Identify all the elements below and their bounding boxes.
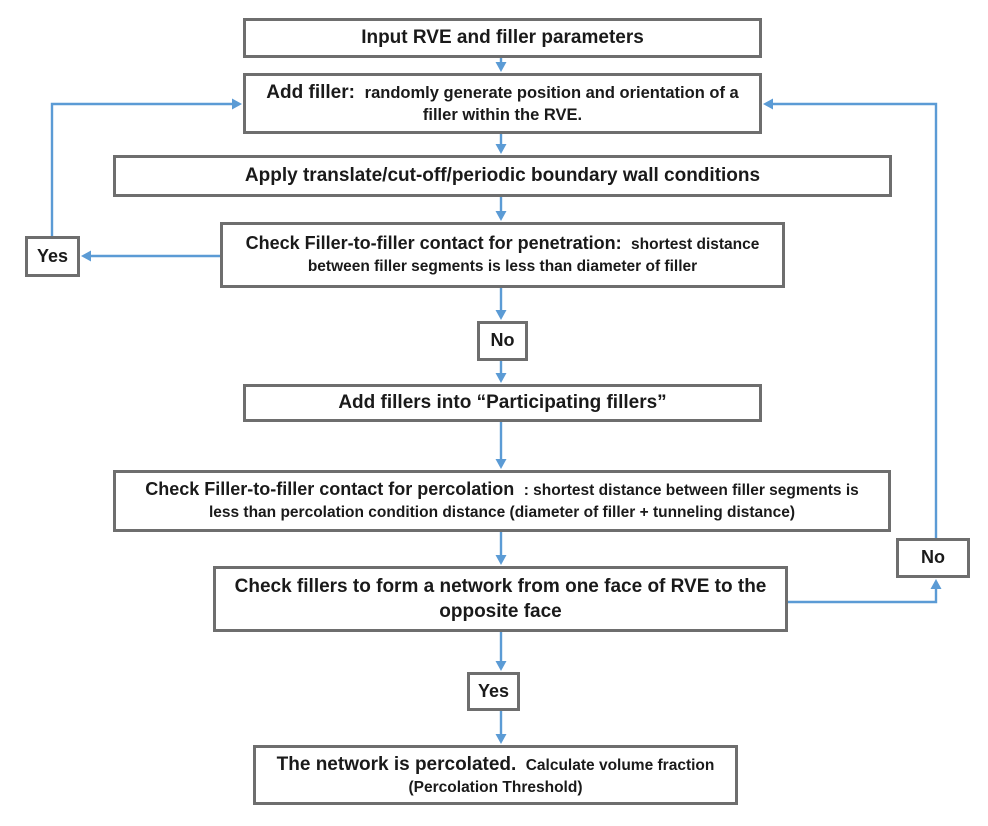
node-percolation-check-label: Check Filler-to-filler contact for perco… xyxy=(128,478,876,523)
node-add-filler-label-bold: Add filler: xyxy=(266,82,355,104)
arrow-percolation-to-network xyxy=(495,532,507,565)
arrow-participating-to-percolation xyxy=(495,422,507,469)
node-network-check: Check fillers to form a network from one… xyxy=(213,566,788,632)
node-penetration-check-label: Check Filler-to-filler contact for penet… xyxy=(235,232,770,277)
node-penetration-check: Check Filler-to-filler contact for penet… xyxy=(220,222,785,288)
node-network-check-label: Check fillers to form a network from one… xyxy=(234,575,767,622)
node-penetration-check-label-rest: shortest distance between filler segment… xyxy=(307,236,760,276)
arrow-addfiller-to-boundary xyxy=(495,134,507,154)
node-yes-left: Yes xyxy=(25,236,80,277)
node-network-percolated-label-bold: The network is percolated. xyxy=(276,753,517,775)
node-no-center: No xyxy=(477,321,528,361)
arrow-no-to-participating xyxy=(495,361,507,383)
node-input-parameters-label: Input RVE and filler parameters xyxy=(361,27,644,49)
node-no-center-label: No xyxy=(490,330,515,351)
node-no-right-label: No xyxy=(921,547,945,568)
node-boundary-conditions-label: Apply translate/cut-off/periodic boundar… xyxy=(244,165,761,187)
node-percolation-check-label-rest: : shortest distance between filler segme… xyxy=(208,482,859,522)
node-add-filler-label-rest: randomly generate position and orientati… xyxy=(364,84,739,125)
node-input-parameters: Input RVE and filler parameters xyxy=(243,18,762,58)
arrow-yes-to-percolated xyxy=(495,711,507,744)
node-penetration-check-label-bold: Check Filler-to-filler contact for penet… xyxy=(245,233,622,254)
arrow-network-to-no-right xyxy=(788,579,942,604)
node-boundary-conditions: Apply translate/cut-off/periodic boundar… xyxy=(113,155,892,197)
node-no-right: No xyxy=(896,538,970,578)
arrow-boundary-to-penetration xyxy=(495,197,507,221)
node-network-percolated-label-rest: Calculate volume fraction (Percolation T… xyxy=(408,756,715,796)
node-add-filler: Add filler: randomly generate position a… xyxy=(243,73,762,134)
node-yes-left-label: Yes xyxy=(36,245,69,266)
arrow-network-to-yes xyxy=(495,632,507,671)
node-yes-center-label: Yes xyxy=(477,680,510,701)
node-yes-center: Yes xyxy=(467,672,520,711)
node-add-filler-label: Add filler: randomly generate position a… xyxy=(258,80,747,127)
node-percolation-check-label-bold: Check Filler-to-filler contact for perco… xyxy=(145,479,515,500)
node-percolation-check: Check Filler-to-filler contact for perco… xyxy=(113,470,891,532)
node-participating-fillers-label: Add fillers into “Participating fillers” xyxy=(338,392,667,414)
arrow-penetration-to-yes-left xyxy=(81,250,220,262)
arrow-penetration-to-no xyxy=(495,288,507,320)
node-network-percolated-label: The network is percolated. Calculate vol… xyxy=(268,752,723,799)
arrow-input-to-addfiller xyxy=(495,58,507,72)
node-participating-fillers: Add fillers into “Participating fillers” xyxy=(243,384,762,422)
node-network-percolated: The network is percolated. Calculate vol… xyxy=(253,745,738,805)
